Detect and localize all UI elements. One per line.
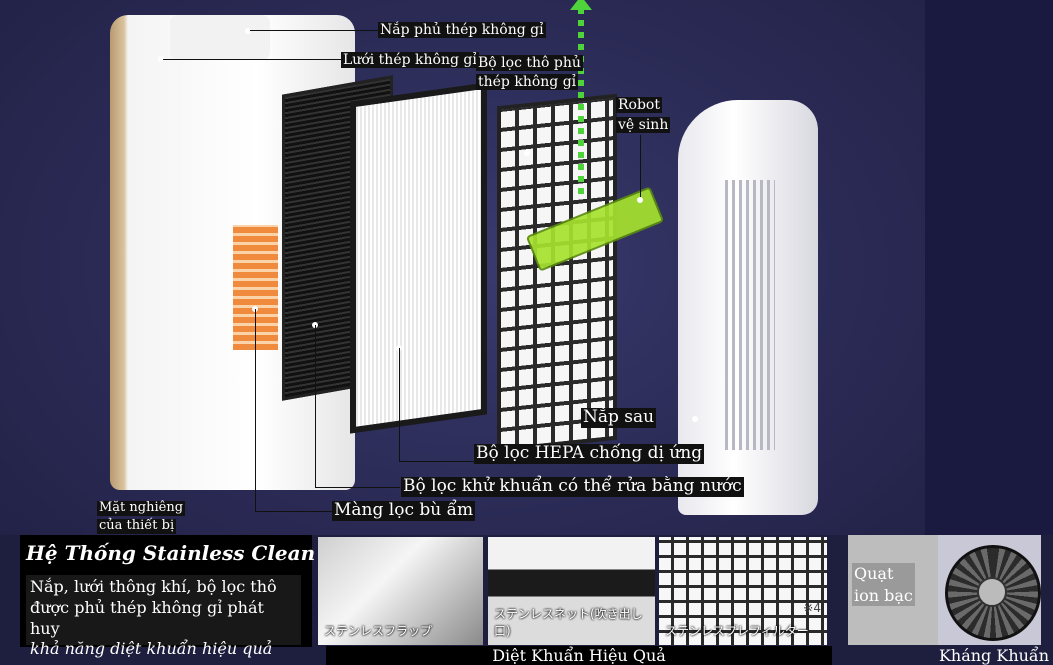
label-prefilter-2: thép không gỉ — [476, 74, 579, 91]
dot-mesh — [158, 56, 164, 62]
panel-flap-caption: ステンレスフラップ — [324, 624, 433, 638]
prefilter-mesh — [659, 537, 827, 645]
leader-mesh — [163, 59, 341, 60]
dot-cover — [245, 28, 251, 34]
effective-sterilization-band: Diệt Khuẩn Hiệu Quả — [326, 646, 832, 665]
dot-back-cover — [692, 416, 698, 422]
leader-cover — [250, 30, 378, 31]
label-robot-2: vệ sinh — [616, 117, 671, 134]
panel-prefilter-note: ※4 — [803, 601, 821, 615]
leader-washable — [315, 325, 316, 487]
dot-robot — [637, 197, 643, 203]
system-description: Nắp, lưới thông khí, bộ lọc thô được phủ… — [26, 575, 301, 658]
leader-hepa — [399, 348, 400, 461]
label-side-1: Mặt nghiêng — [97, 500, 186, 516]
right-band — [925, 0, 1053, 535]
label-humid-filter: Màng lọc bù ẩm — [332, 500, 476, 521]
prefilter-image — [497, 93, 617, 453]
system-title: Hệ Thống Stainless Clean — [26, 541, 316, 565]
antibacterial-caption: Kháng Khuẩn — [938, 646, 1050, 665]
leader-humid-h — [255, 511, 333, 512]
panel-net-caption: ステンレスネット(吹き出し口) — [494, 607, 643, 638]
label-back-cover: Nắp sau — [581, 407, 657, 428]
label-cover-stainless: Nắp phủ thép không gỉ — [378, 22, 546, 39]
airflow-arrow — [578, 8, 584, 198]
system-desc-line-3: khả năng diệt khuẩn hiệu quả — [30, 639, 273, 659]
panel-stainless-net: ステンレスネット(吹き出し口) — [488, 537, 655, 645]
label-side-2: của thiết bị — [97, 518, 177, 534]
fan-hub — [977, 577, 1007, 607]
label-prefilter-1: Bộ lọc thô phủ — [476, 55, 583, 72]
fan-label-line-2: ion bạc — [854, 585, 913, 605]
purifier-top-cover — [170, 15, 270, 60]
label-washable-filter: Bộ lọc khử khuẩn có thể rửa bằng nước — [401, 476, 744, 497]
panel-prefilter-caption: ステンレスプレフィルター — [665, 624, 809, 638]
leader-hepa-h — [399, 461, 474, 462]
leader-washable-h — [315, 487, 400, 488]
leader-robot — [640, 135, 641, 197]
dot-prefilter — [524, 150, 530, 156]
system-desc-line-1: Nắp, lưới thông khí, bộ lọc thô — [30, 577, 277, 596]
fan-label: Quạt ion bạc — [852, 563, 915, 607]
label-hepa: Bộ lọc HEPA chống dị ứng — [474, 443, 705, 464]
back-cover-vents — [725, 180, 775, 450]
airflow-arrow-head — [570, 0, 592, 10]
panel-stainless-prefilter: ※4 ステンレスプレフィルター — [659, 537, 827, 645]
fan-label-line-1: Quạt — [854, 564, 894, 583]
panel-stainless-flap: ステンレスフラップ — [318, 537, 483, 645]
label-robot-1: Robot — [616, 97, 662, 114]
leader-humid — [255, 309, 256, 511]
system-desc-line-2: được phủ thép không gỉ phát huy — [30, 597, 264, 638]
label-mesh-stainless: Lưới thép không gỉ — [341, 52, 479, 69]
hepa-filter-image — [350, 82, 487, 434]
